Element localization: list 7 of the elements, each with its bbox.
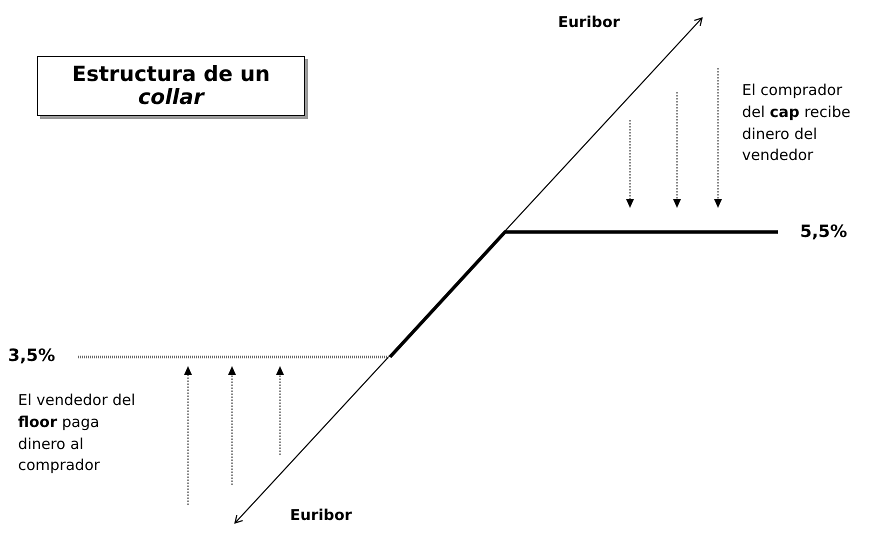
axis-label: Euribor <box>290 505 353 526</box>
axis-label: Euribor <box>558 12 621 33</box>
rate-label: 3,5% <box>8 345 56 368</box>
title-box: Estructura de un collar <box>37 56 305 116</box>
annotation-text: El vendedor del floor paga dinero al comprador <box>18 390 136 476</box>
annotation-text: El comprador del cap recibe dinero del vendedor <box>742 80 852 166</box>
rate-label: 5,5% <box>800 221 848 244</box>
